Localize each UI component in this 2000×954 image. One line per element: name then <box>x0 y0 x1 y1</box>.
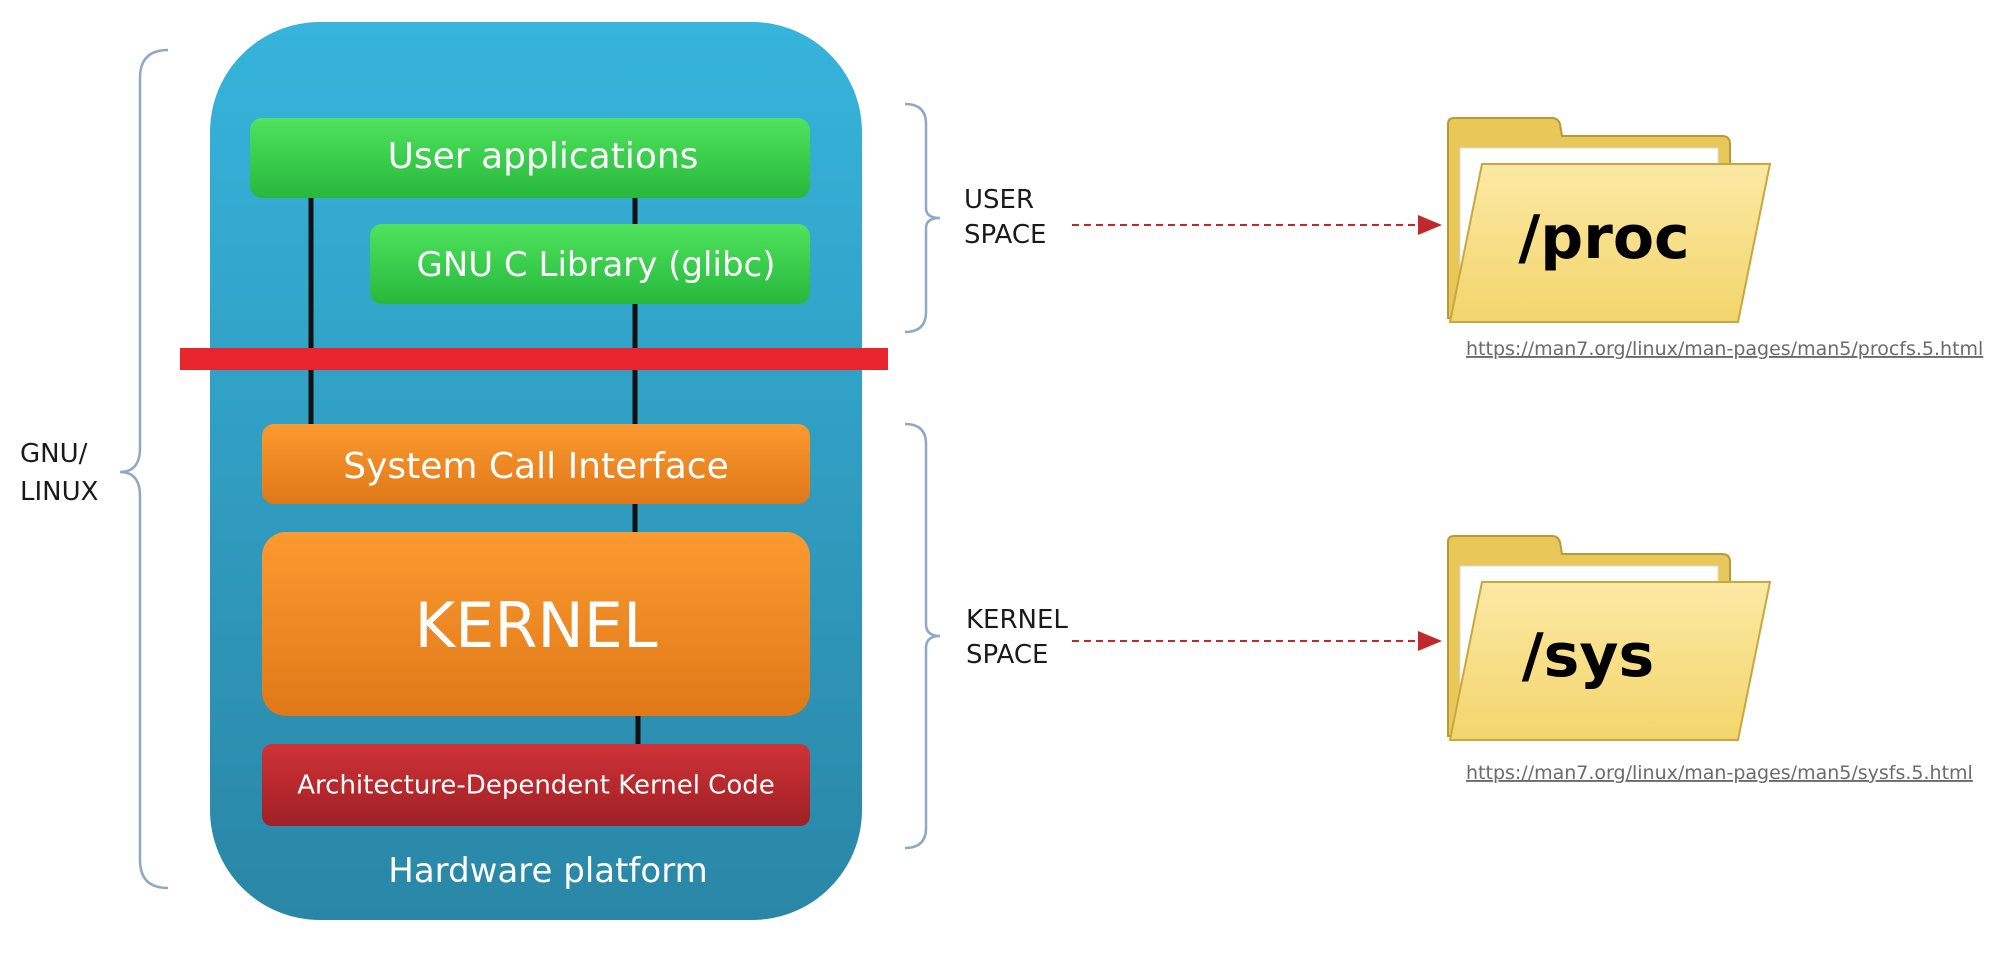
proc-folder-front <box>1448 163 1772 323</box>
user-space-label: USER SPACE <box>964 185 1046 250</box>
sys-folder[interactable]: /sys <box>1447 535 1772 741</box>
proc-folder[interactable]: /proc <box>1447 117 1772 323</box>
gnu-linux-line-2: LINUX <box>20 477 98 507</box>
user-applications-box <box>250 118 810 198</box>
sysfs-man-page-link[interactable]: https://man7.org/linux/man-pages/man5/sy… <box>1466 762 1973 784</box>
kernel-space-bracket <box>904 422 941 850</box>
gnu-linux-bracket <box>119 48 169 890</box>
sys-folder-front <box>1448 581 1772 741</box>
kernel-space-line-2: SPACE <box>966 640 1048 670</box>
arch-code-box <box>262 744 810 826</box>
user-space-line-2: SPACE <box>964 220 1046 250</box>
sys-folder-label: /sys <box>1522 621 1654 691</box>
kernel-box <box>262 532 810 716</box>
procfs-man-page-link[interactable]: https://man7.org/linux/man-pages/man5/pr… <box>1466 338 1983 360</box>
system-call-interface-label: System Call Interface <box>343 446 729 487</box>
hardware-platform-label: Hardware platform <box>388 851 707 891</box>
kernel-label: KERNEL <box>414 589 657 662</box>
glibc-box <box>370 224 810 304</box>
system-call-interface-box <box>262 424 810 504</box>
arch-code-label: Architecture-Dependent Kernel Code <box>297 771 775 801</box>
kernel-space-line-1: KERNEL <box>966 605 1068 635</box>
user-space-bracket <box>904 102 941 334</box>
glibc-label: GNU C Library (glibc) <box>417 245 776 285</box>
gnu-linux-line-1: GNU/ <box>20 439 88 469</box>
user-space-line-1: USER <box>964 185 1034 215</box>
user-applications-label: User applications <box>388 136 699 177</box>
gnu-linux-label: GNU/ LINUX <box>20 439 98 507</box>
user-kernel-divider <box>180 348 888 370</box>
kernel-space-label: KERNEL SPACE <box>966 605 1076 670</box>
proc-folder-label: /proc <box>1518 203 1689 273</box>
